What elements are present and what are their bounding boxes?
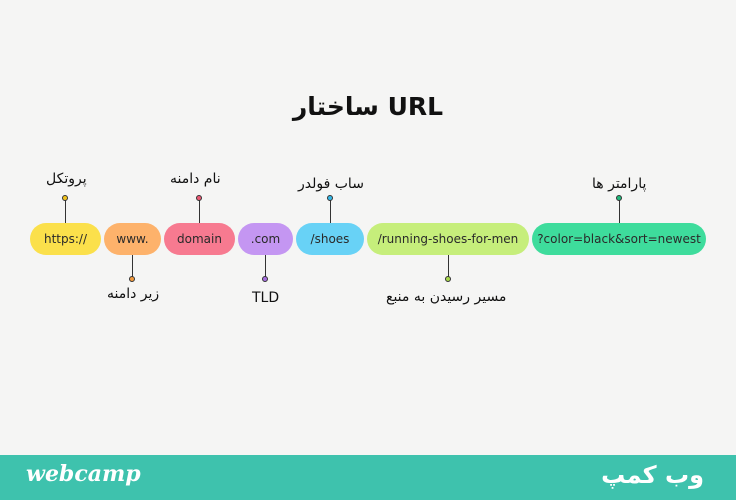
connector-domain [199, 200, 200, 223]
connector-tld [265, 255, 266, 277]
segment-protocol: https:// [30, 223, 101, 255]
connector-path [448, 255, 449, 277]
connector-dot-path [445, 276, 451, 282]
connector-dot-protocol [62, 195, 68, 201]
label-domain-name: نام دامنه [170, 171, 221, 187]
connector-dot-parameters [616, 195, 622, 201]
segment-parameters: ?color=black&sort=newest [532, 223, 706, 255]
label-parameters: پارامتر ها [592, 176, 647, 192]
brand-logo-latin: webcamp [26, 461, 141, 487]
connector-parameters [619, 200, 620, 223]
label-path: مسیر رسیدن به منبع [386, 289, 507, 305]
label-subdomain: زیر دامنه [107, 286, 160, 302]
segment-domain: domain [164, 223, 235, 255]
connector-subdomain [132, 255, 133, 277]
connector-dot-domain [196, 195, 202, 201]
segment-tld: .com [238, 223, 293, 255]
connector-protocol [65, 200, 66, 223]
label-tld: TLD [252, 290, 280, 306]
connector-dot-subfolder [327, 195, 333, 201]
label-protocol: پروتکل [46, 171, 87, 187]
segment-subdomain: www. [104, 223, 161, 255]
segment-subfolder: /shoes [296, 223, 364, 255]
label-subfolder: ساب فولدر [298, 176, 364, 192]
segment-path: /running-shoes-for-men [367, 223, 529, 255]
connector-dot-tld [262, 276, 268, 282]
footer-bar: webcamp وب کمپ [0, 455, 736, 500]
connector-subfolder [330, 200, 331, 223]
diagram-title: ساختار URL [292, 92, 444, 121]
brand-logo-persian: وب کمپ [601, 461, 704, 489]
connector-dot-subdomain [129, 276, 135, 282]
